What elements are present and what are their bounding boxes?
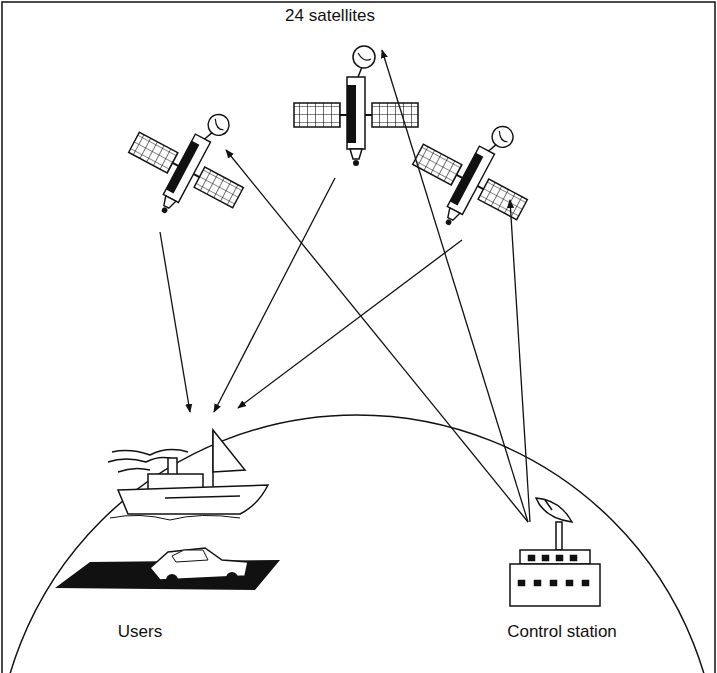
signal-arrow <box>214 178 335 412</box>
caption-label: 24 satellites <box>283 6 377 26</box>
signal-arrow <box>226 150 528 522</box>
signal-arrow <box>238 240 462 408</box>
caption-label: Control station <box>505 622 619 642</box>
earth-horizon <box>2 415 715 673</box>
signal-arrow <box>382 50 528 522</box>
caption-label: Users <box>116 622 164 642</box>
satellite <box>395 96 553 252</box>
signal-arrow <box>160 232 190 412</box>
satellite <box>111 84 269 240</box>
ship <box>108 430 268 520</box>
control-station <box>510 498 600 606</box>
car <box>55 548 280 590</box>
signal-arrow <box>510 200 530 522</box>
